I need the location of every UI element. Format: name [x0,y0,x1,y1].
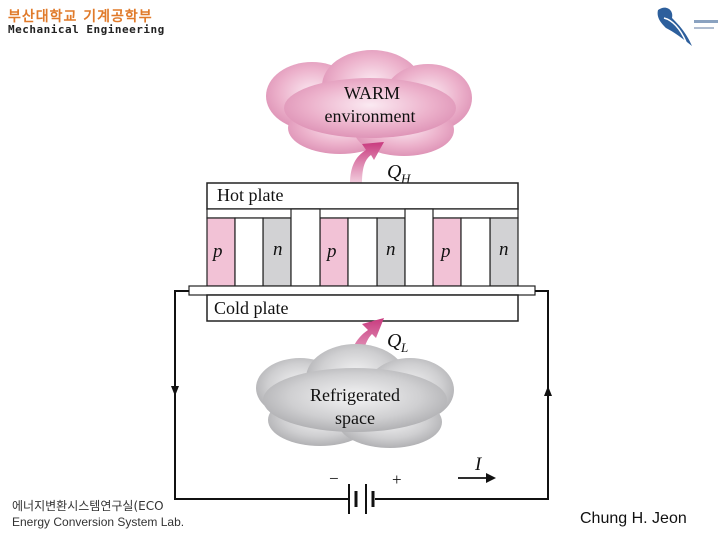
n-label-1: n [273,239,283,260]
refrigerated-space-cloud [256,344,454,448]
warm-environment-cloud [266,50,472,156]
current-direction-arrow-right [544,386,552,396]
pellet-array [206,208,519,296]
warm-label-line1: WARM [344,83,400,103]
university-seal-icon [657,7,718,46]
cold-plate-label: Cold plate [214,298,289,318]
n-label-3: n [499,239,509,260]
p-label-2: p [325,241,337,262]
cold-plate [206,294,519,322]
author-name: Chung H. Jeon [580,510,687,527]
heat-rejection-arrow [350,142,384,184]
current-arrow-head [486,473,496,483]
battery-icon [348,484,375,514]
n-label-2: n [386,239,396,260]
cold-side-connectors [188,285,536,296]
ql-subscript: L [400,340,408,355]
lab-name-korean: 에너지변환시스템연구실(ECO [12,499,164,513]
department-korean: 부산대학교 기계공학부 [8,9,153,25]
refrigerated-label-line2: space [335,408,375,428]
battery-plus: + [392,470,402,489]
current-direction-arrow-left [171,386,179,396]
department-english: Mechanical Engineering [8,23,165,36]
current-symbol: I [474,454,483,475]
refrigerated-label-line1: Refrigerated [310,385,400,405]
qh-subscript: H [400,171,411,186]
p-label-1: p [211,241,223,262]
lab-name-english: Energy Conversion System Lab. [12,515,185,529]
warm-label-line2: environment [325,106,416,126]
p-label-3: p [439,241,451,262]
battery-minus: − [329,469,339,488]
hot-plate-label: Hot plate [217,185,283,205]
qh-symbol: Q [387,161,402,183]
ql-symbol: Q [387,330,402,352]
